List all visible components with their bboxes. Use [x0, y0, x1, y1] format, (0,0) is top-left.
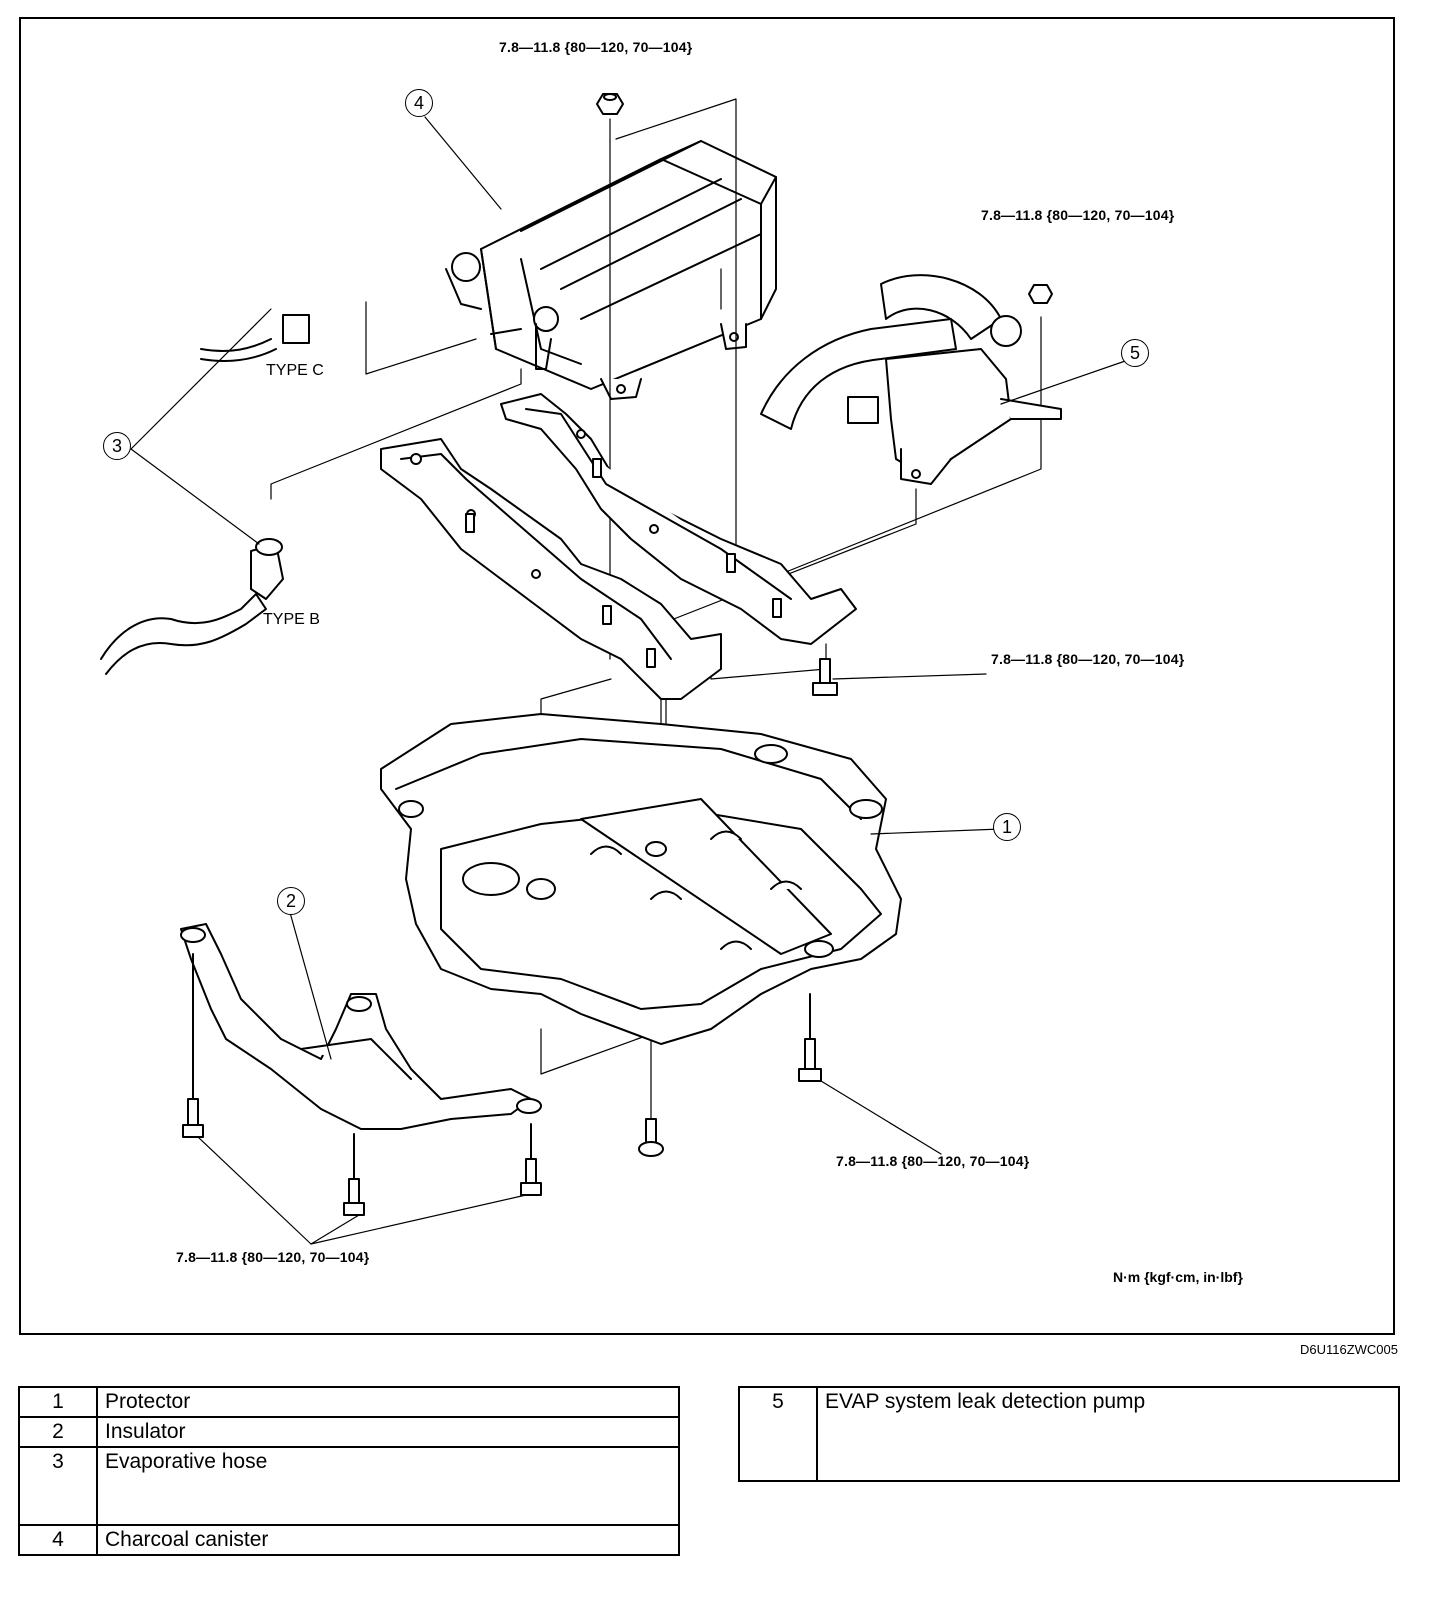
torque-spec-bracket-bolt: 7.8—11.8 {80—120, 70—104} [991, 651, 1185, 667]
upper-bracket-shapes [380, 393, 857, 700]
legend-part-name: Protector [96, 1386, 680, 1418]
legend-number: 1 [18, 1386, 98, 1418]
legend-number: 4 [18, 1524, 98, 1556]
protector-bottom-bolt-shape [638, 1118, 664, 1157]
legend-number: 5 [738, 1386, 818, 1482]
torque-units: N·m {kgf·cm, in·lbf} [1113, 1269, 1243, 1285]
legend-table-left: 1 Protector 2 Insulator 3 Evaporative ho… [18, 1386, 680, 1556]
callout-5: 5 [1121, 339, 1149, 367]
legend-part-name: EVAP system leak detection pump [816, 1386, 1400, 1482]
callout-4: 4 [405, 89, 433, 117]
protector-bolt-shape [798, 993, 822, 1082]
torque-spec-pump-nut: 7.8—11.8 {80—120, 70—104} [981, 207, 1175, 223]
torque-spec-protector-bolt: 7.8—11.8 {80—120, 70—104} [836, 1153, 1030, 1169]
legend-row: 4 Charcoal canister [18, 1524, 680, 1556]
exploded-view-drawing [100, 93, 1132, 1245]
legend-number: 3 [18, 1446, 98, 1526]
torque-spec-canister-nut: 7.8—11.8 {80—120, 70—104} [499, 39, 693, 55]
legend-part-name: Charcoal canister [96, 1524, 680, 1556]
canister-nut-shape [596, 93, 624, 115]
evaporative-hose-type-b-shape [100, 538, 284, 675]
pump-nut-shape [1028, 284, 1053, 304]
leak-detection-pump-shape [760, 274, 1062, 485]
evaporative-hose-type-c-shape [200, 314, 310, 362]
bracket-bolt-shape [812, 658, 838, 696]
legend-number: 2 [18, 1416, 98, 1448]
legend-part-name: Evaporative hose [96, 1446, 680, 1526]
callout-3: 3 [103, 432, 131, 460]
type-b-label: TYPE B [263, 611, 320, 628]
legend-part-name: Insulator [96, 1416, 680, 1448]
legend-row: 3 Evaporative hose [18, 1446, 680, 1526]
protector-shape [380, 713, 902, 1045]
diagram-frame: 7.8—11.8 {80—120, 70—104} 7.8—11.8 {80—1… [19, 17, 1395, 1335]
legend-table-right: 5 EVAP system leak detection pump [738, 1386, 1400, 1482]
charcoal-canister-shape [445, 140, 777, 400]
legend-row: 2 Insulator [18, 1416, 680, 1448]
type-c-label: TYPE C [266, 362, 324, 379]
callout-1: 1 [993, 813, 1021, 841]
insulator-bolt-shapes [182, 953, 542, 1216]
legend-row: 1 Protector [18, 1386, 680, 1418]
callout-2: 2 [277, 887, 305, 915]
torque-spec-insulator-bolts: 7.8—11.8 {80—120, 70—104} [176, 1249, 370, 1265]
legend-row: 5 EVAP system leak detection pump [738, 1386, 1400, 1482]
figure-code: D6U116ZWC005 [1299, 1342, 1398, 1357]
